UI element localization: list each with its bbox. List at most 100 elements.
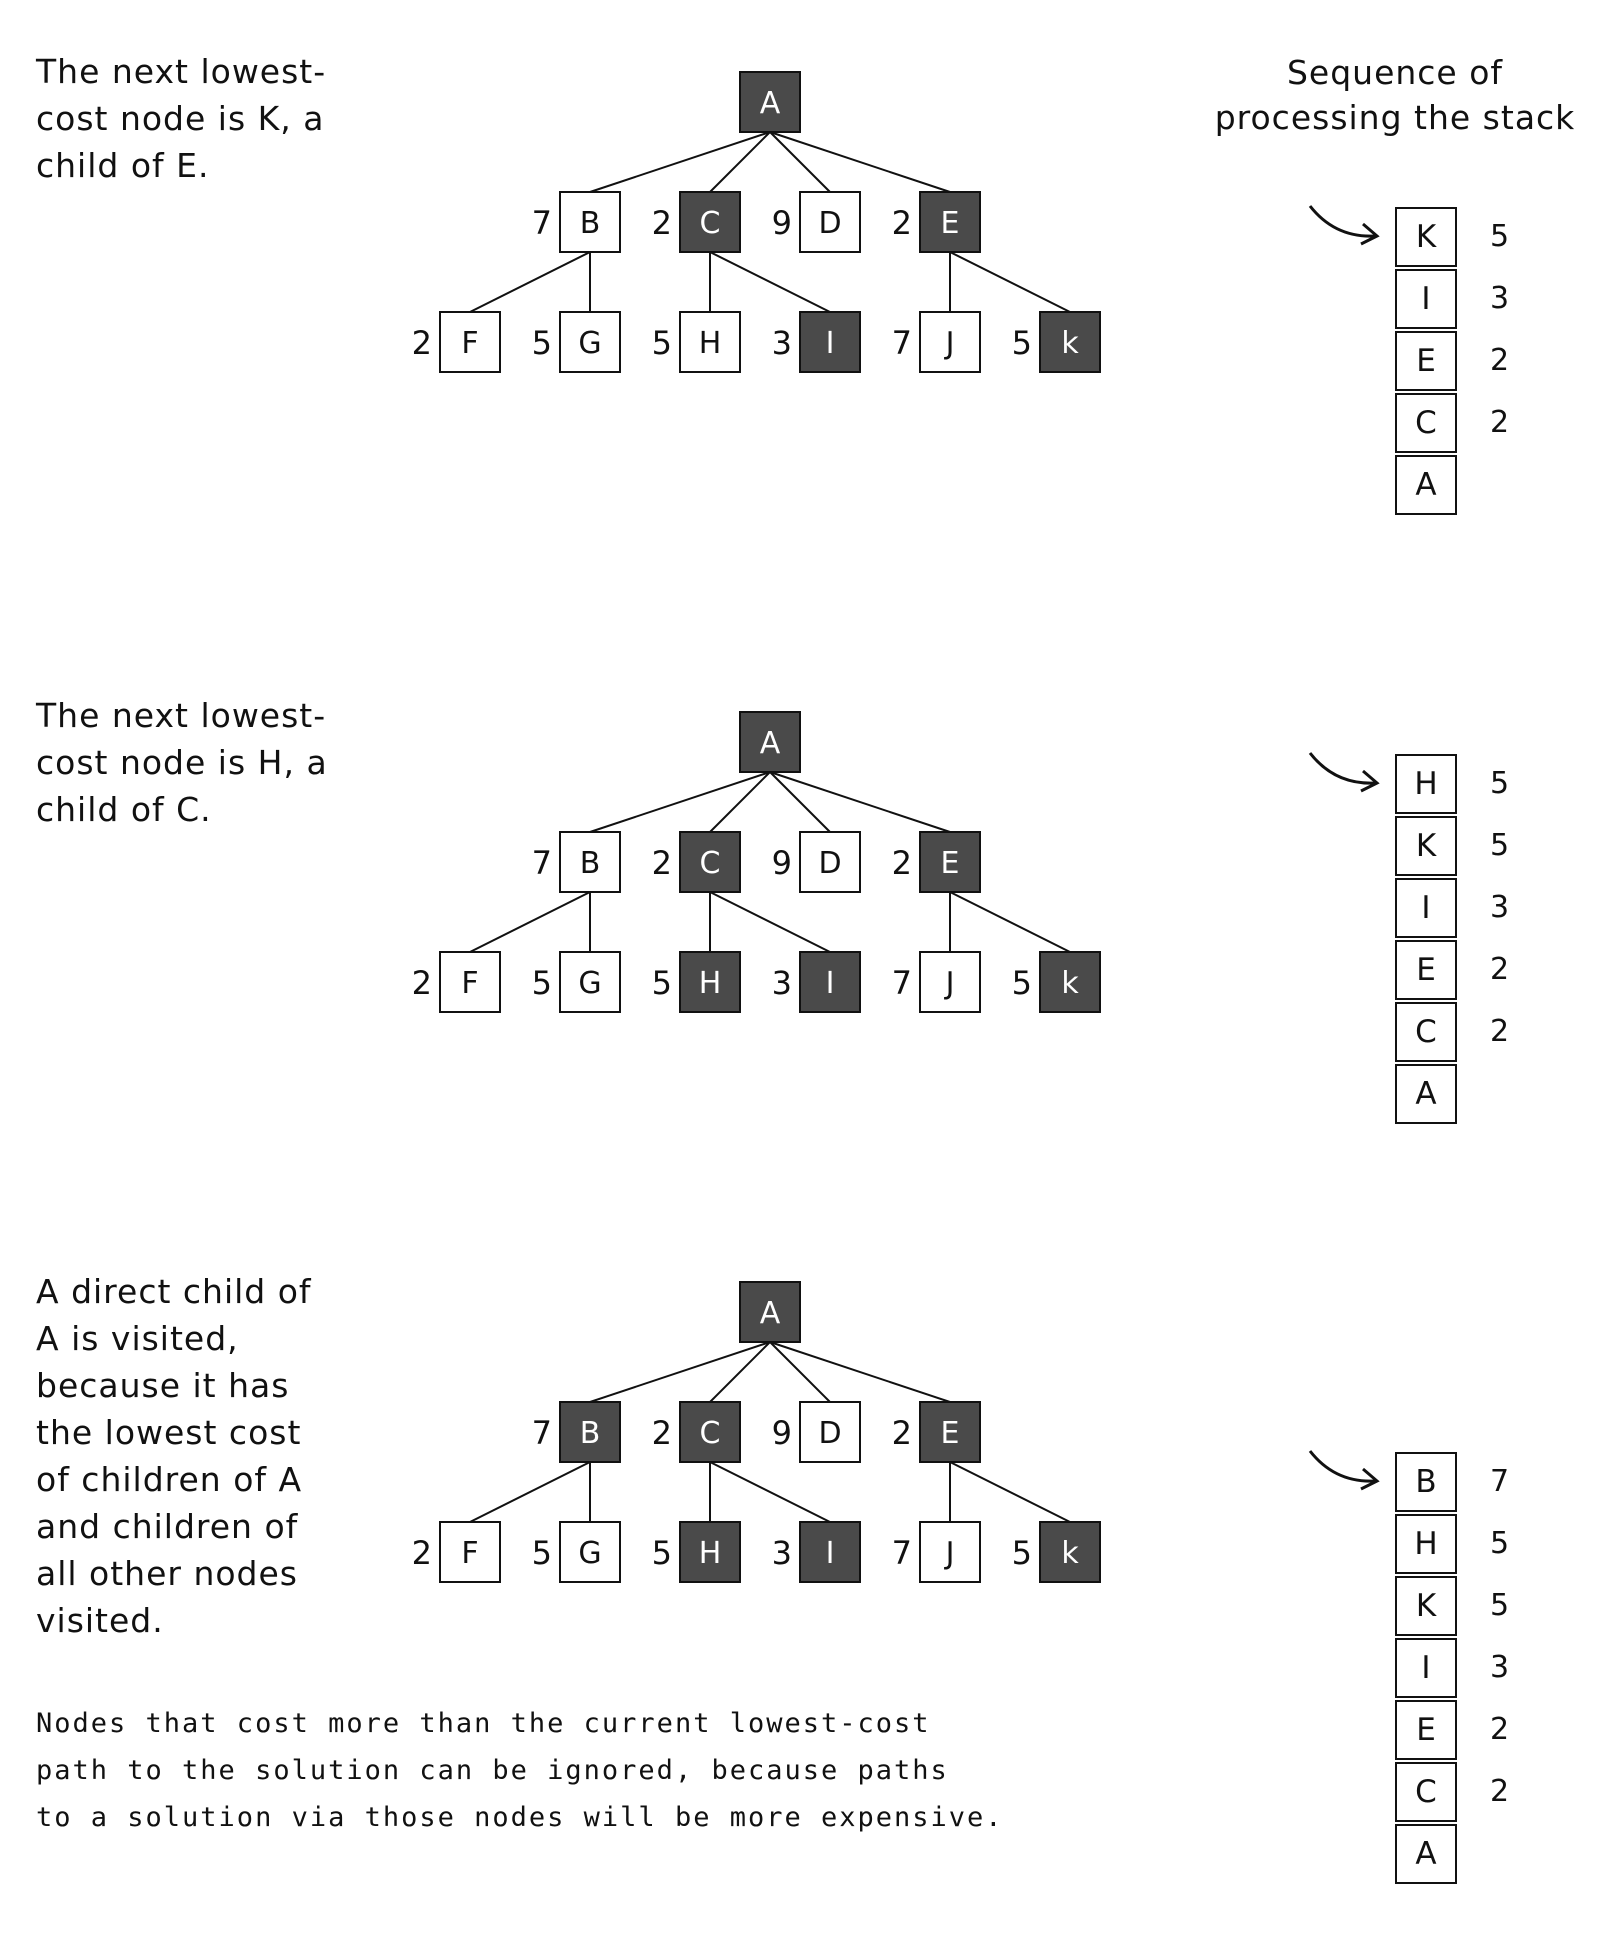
edge-A-D [769,771,831,833]
node-A: A [739,71,801,133]
curved-arrow-icon [1308,1450,1380,1491]
edge-A-D [769,1341,831,1403]
stack-item: I [1395,269,1457,329]
node-label-E: E [941,846,960,881]
node-label-I: I [826,966,835,1001]
node-box-F [439,1521,501,1583]
stack-item: E [1395,1700,1457,1760]
node-label-F: F [461,966,478,1001]
node-label-C: C [700,1416,721,1451]
stack-item-cost: 3 [1490,281,1510,316]
node-label-K: k [1061,1536,1079,1571]
node-label-C: C [700,206,721,241]
stack-item-cost: 3 [1490,890,1510,925]
node-B: B7 [532,831,621,893]
node-box-K [1039,1521,1101,1583]
node-cost-D: 9 [772,844,792,882]
node-box-K [1039,311,1101,373]
node-box-A [739,71,801,133]
node-label-G: G [578,966,601,1001]
edge-B-F [469,891,591,953]
node-box-B [559,1401,621,1463]
node-box-H [679,311,741,373]
node-cost-J: 7 [892,324,912,362]
node-label-K: k [1061,326,1079,361]
node-I: I3 [772,951,861,1013]
node-cost-C: 2 [652,1414,672,1452]
node-cost-G: 5 [532,324,552,362]
node-box-I [799,1521,861,1583]
node-box-C [679,831,741,893]
node-cost-E: 2 [892,844,912,882]
node-cost-B: 7 [532,1414,552,1452]
node-box-J [919,311,981,373]
edge-A-B [589,131,771,193]
edge-A-E [769,131,951,193]
stack-item-cost: 5 [1490,1588,1510,1623]
stack-item: K [1395,816,1457,876]
node-B: B7 [532,191,621,253]
node-label-H: H [699,966,722,1001]
node-K: k5 [1012,951,1101,1013]
edge-A-E [769,1341,951,1403]
edge-A-C [709,771,771,833]
node-cost-E: 2 [892,1414,912,1452]
edge-B-F [469,251,591,313]
node-K: k5 [1012,1521,1101,1583]
edge-B-F [469,1461,591,1523]
edge-A-B [589,771,771,833]
edge-C-I [709,1461,831,1523]
edge-E-K [949,891,1071,953]
stack-item-cost: 3 [1490,1650,1510,1685]
node-cost-C: 2 [652,844,672,882]
curved-arrow-icon [1308,205,1380,246]
edge-C-I [709,891,831,953]
node-cost-H: 5 [652,1534,672,1572]
node-label-J: J [944,1536,955,1571]
stack-item: K [1395,207,1457,267]
node-box-K [1039,951,1101,1013]
node-G: G5 [532,311,621,373]
stack-item: E [1395,331,1457,391]
node-label-F: F [461,326,478,361]
stack-item-cost: 5 [1490,1526,1510,1561]
node-label-I: I [826,1536,835,1571]
node-label-I: I [826,326,835,361]
stack-item-cost: 2 [1490,405,1510,440]
node-box-F [439,951,501,1013]
stack-item: C [1395,393,1457,453]
stack-item-cost: 2 [1490,1014,1510,1049]
node-cost-I: 3 [772,964,792,1002]
node-label-C: C [700,846,721,881]
node-box-C [679,1401,741,1463]
node-J: J7 [892,1521,981,1583]
node-box-A [739,711,801,773]
node-box-H [679,1521,741,1583]
edge-A-C [709,131,771,193]
node-box-G [559,1521,621,1583]
edge-A-E [769,771,951,833]
node-cost-K: 5 [1012,324,1032,362]
node-D: D9 [772,191,861,253]
node-label-D: D [818,1416,841,1451]
stack-item: I [1395,1638,1457,1698]
node-B: B7 [532,1401,621,1463]
stack-item: B [1395,1452,1457,1512]
stack-item: A [1395,1824,1457,1884]
node-H: H5 [652,311,741,373]
node-cost-F: 2 [412,1534,432,1572]
stack-item-cost: 2 [1490,1774,1510,1809]
curved-arrow-icon [1308,752,1380,793]
node-E: E2 [892,191,981,253]
node-label-K: k [1061,966,1079,1001]
node-F: F2 [412,311,501,373]
node-box-F [439,311,501,373]
node-label-G: G [578,1536,601,1571]
node-K: k5 [1012,311,1101,373]
node-cost-C: 2 [652,204,672,242]
node-cost-F: 2 [412,324,432,362]
node-label-B: B [580,846,601,881]
node-cost-B: 7 [532,844,552,882]
